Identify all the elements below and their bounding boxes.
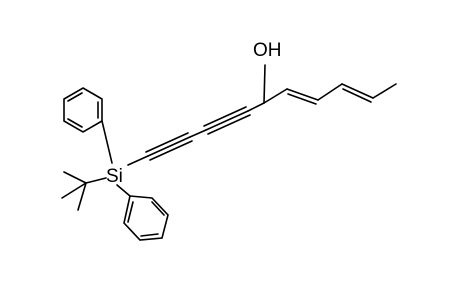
bond-ring-to-silicon: [101, 120, 113, 164]
tert-butyl-group: [61, 171, 107, 211]
bond-silicon-to-ring: [116, 184, 131, 197]
phenyl-ring-upper: [63, 87, 103, 133]
silicon-atom-label: Si: [106, 166, 123, 187]
phenyl-ring-lower: [123, 195, 169, 241]
diene-chain: [263, 83, 397, 105]
bond-carbinol-to-oxygen: [263, 64, 266, 104]
diyne-chain: [127, 102, 265, 166]
hydroxyl-label: OH: [253, 40, 282, 61]
